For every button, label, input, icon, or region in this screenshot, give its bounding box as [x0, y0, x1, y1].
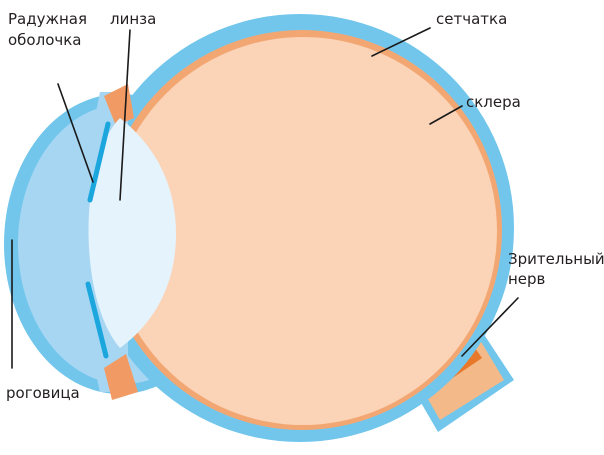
label-sclera: склера — [466, 93, 521, 111]
label-optic-nerve-line2: нерв — [508, 270, 545, 288]
label-optic-nerve-line1: Зрительный — [508, 250, 604, 268]
label-iris-line1: Радужная — [8, 10, 87, 28]
label-lens: линза — [110, 10, 156, 28]
label-cornea: роговица — [6, 384, 80, 402]
label-retina: сетчатка — [436, 10, 507, 28]
label-iris-line2: оболочка — [8, 31, 81, 49]
